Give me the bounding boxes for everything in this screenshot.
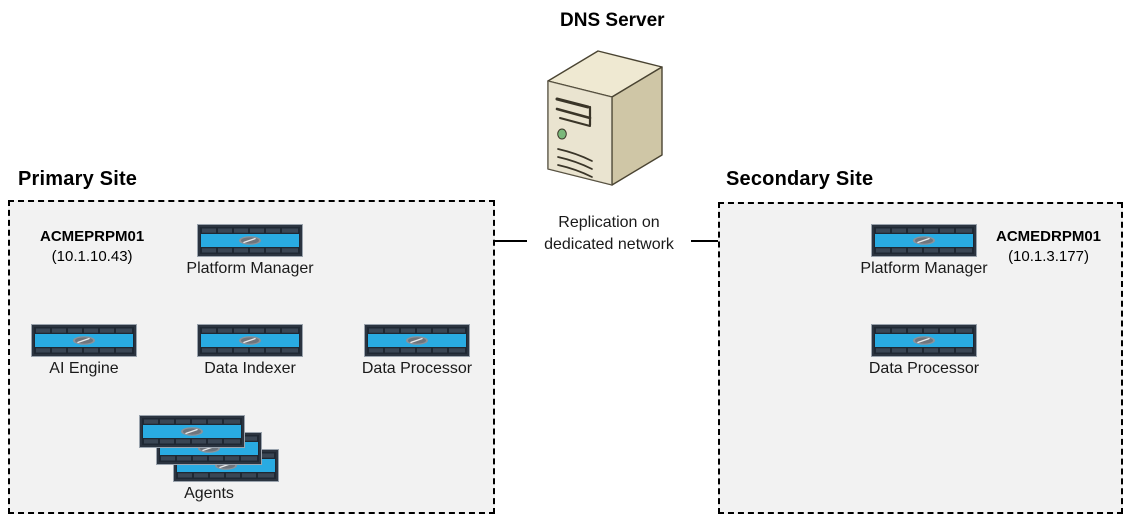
secondary-host-ip: (10.1.3.177): [1008, 247, 1089, 265]
node-label: Data Processor: [868, 360, 980, 377]
primary-host-ip: (10.1.10.43): [51, 247, 133, 265]
node-primary-ai-engine[interactable]: AI Engine: [31, 324, 137, 377]
network-appliance-icon: [31, 324, 137, 357]
node-primary-agents[interactable]: Agents: [139, 415, 279, 502]
server-tower-icon: [540, 45, 670, 190]
network-appliance-icon: [197, 324, 303, 357]
node-label: AI Engine: [49, 360, 119, 377]
node-secondary-platform-manager[interactable]: Platform Manager: [860, 224, 988, 277]
node-label: Platform Manager: [186, 260, 314, 277]
network-appliance-icon: [871, 224, 977, 257]
secondary-host-name: ACMEDRPM01: [996, 228, 1102, 245]
network-appliance-icon: [197, 224, 303, 257]
node-primary-data-indexer[interactable]: Data Indexer: [197, 324, 303, 377]
network-appliance-icon: [364, 324, 470, 357]
dns-server-title: DNS Server: [560, 10, 665, 31]
node-label: Data Indexer: [204, 360, 296, 377]
replication-label: Replication on dedicated network: [527, 212, 691, 256]
primary-host-annotation: ACMEPRPM01 (10.1.10.43): [40, 228, 144, 266]
replication-label-line1: Replication on: [558, 214, 660, 231]
node-label: Platform Manager: [860, 260, 988, 277]
secondary-host-annotation: ACMEDRPM01 (10.1.3.177): [996, 228, 1101, 266]
node-secondary-data-processor[interactable]: Data Processor: [869, 324, 979, 377]
network-appliance-icon: [871, 324, 977, 357]
primary-site-title: Primary Site: [18, 168, 138, 190]
network-appliance-icon: [139, 415, 245, 448]
primary-host-name: ACMEPRPM01: [40, 228, 145, 245]
replication-label-line2: dedicated network: [544, 235, 674, 253]
node-label: Agents: [184, 485, 234, 502]
node-label: Data Processor: [361, 360, 473, 377]
node-primary-data-processor[interactable]: Data Processor: [362, 324, 472, 377]
secondary-site-title: Secondary Site: [726, 168, 874, 190]
node-primary-platform-manager[interactable]: Platform Manager: [186, 224, 314, 277]
